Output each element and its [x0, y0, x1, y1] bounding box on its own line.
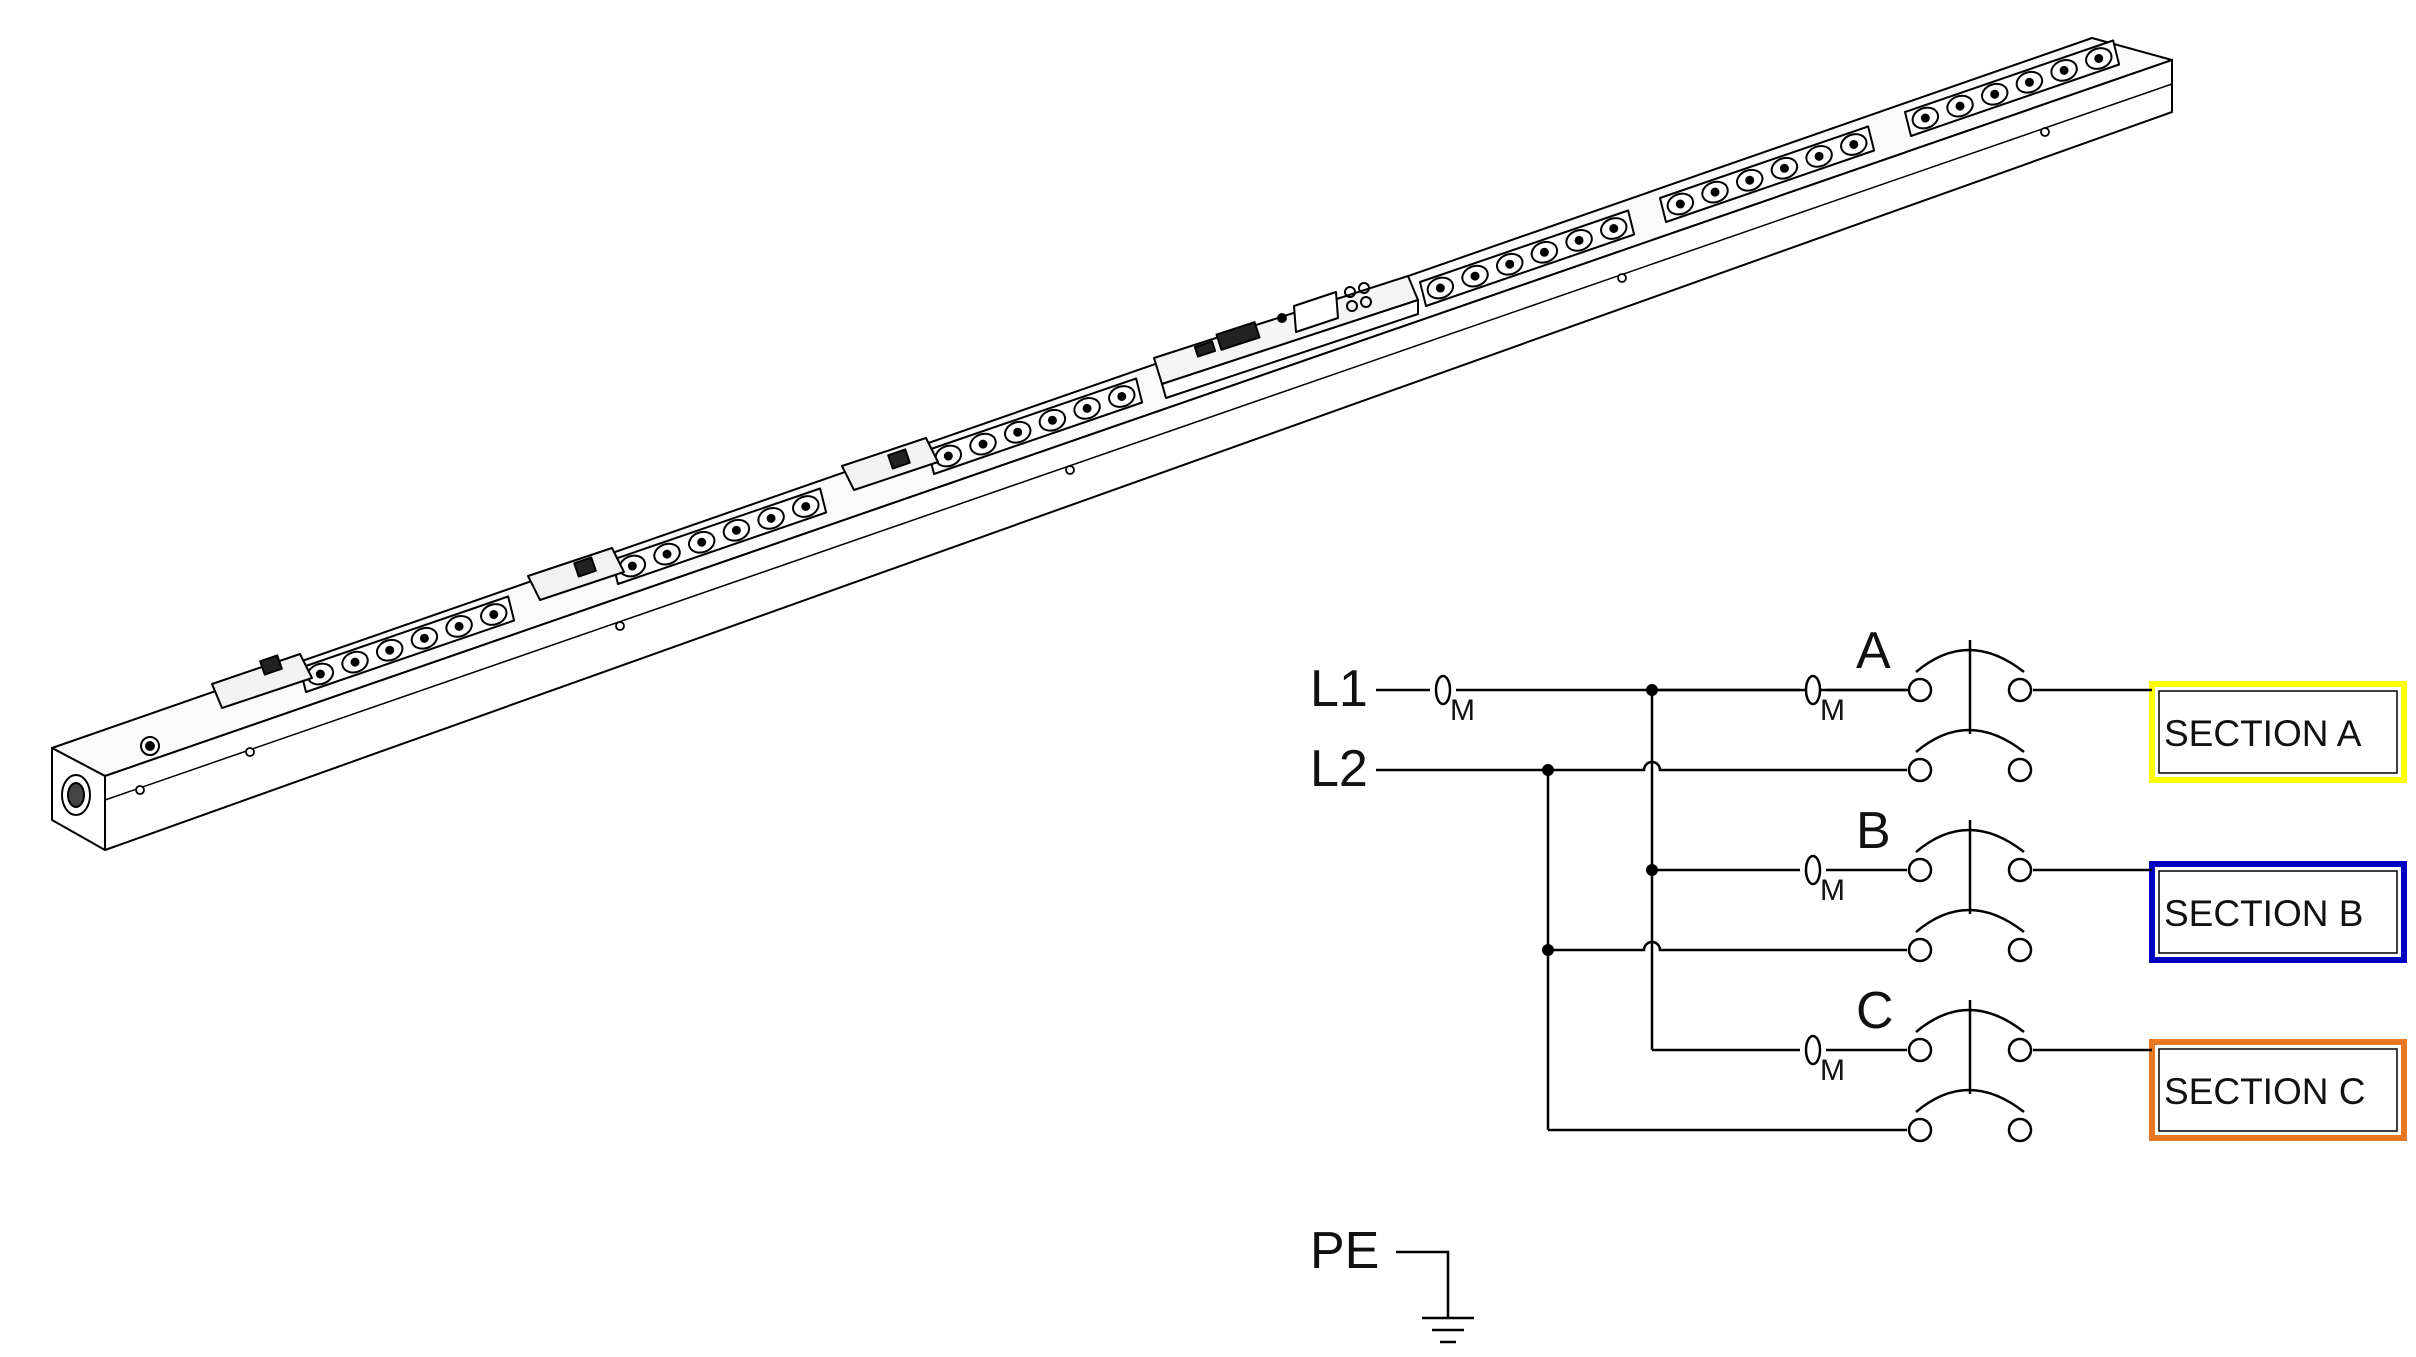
- pe-wire: [1396, 1250, 1450, 1318]
- breaker-module-2: [527, 547, 625, 601]
- section-a-group: A: [1856, 622, 2033, 783]
- screw-icon: [1617, 273, 1627, 283]
- switch-contact-icon: [2007, 1117, 2033, 1143]
- pdu-illustration: [51, 37, 2173, 851]
- section-b-group: B: [1856, 802, 2033, 963]
- lcd-screen: [1293, 291, 1339, 333]
- outlet-group: [1659, 125, 1876, 223]
- screw-icon: [135, 785, 145, 795]
- screw-icon: [245, 747, 255, 757]
- section-c-group: C: [1856, 982, 2033, 1143]
- l2-branch-a: [1548, 760, 1907, 772]
- pdu-front-face: [104, 59, 2173, 851]
- input-label-l2: L2: [1310, 740, 1368, 798]
- switch-contact-icon: [2007, 937, 2033, 963]
- branch-breaker-a: M: [1804, 674, 1845, 727]
- l2-branch-b: [1548, 940, 1907, 952]
- switch-contact-icon: [1907, 1037, 1933, 1063]
- switch-contact-icon: [1907, 857, 1933, 883]
- screw-icon: [1065, 465, 1075, 475]
- switch-contact-icon: [1907, 1117, 1933, 1143]
- main-breaker-l1: M: [1434, 674, 1475, 727]
- section-a-label: SECTION A: [2164, 713, 2362, 754]
- section-a-box: SECTION A: [2149, 681, 2407, 783]
- nav-button-icon: [1344, 286, 1356, 298]
- switch-contact-icon: [1907, 677, 1933, 703]
- input-label-l1: L1: [1310, 660, 1368, 718]
- switch-contact-icon: [2007, 857, 2033, 883]
- display-module: [1153, 275, 1419, 399]
- breaker-subscript: M: [1450, 694, 1475, 727]
- mounting-screws: [135, 127, 2050, 795]
- section-b-label: SECTION B: [2164, 893, 2363, 934]
- nav-button-icon: [1358, 282, 1370, 294]
- input-label-pe: PE: [1310, 1222, 1379, 1280]
- breaker-subscript: M: [1820, 694, 1845, 727]
- outlet-group: [1419, 209, 1636, 307]
- switch-letter-c: C: [1856, 982, 1894, 1040]
- section-c-label: SECTION C: [2164, 1071, 2365, 1112]
- breaker-module-1: [211, 653, 313, 709]
- branch-breaker-c: M: [1804, 1034, 1845, 1087]
- outlet-groups: [299, 39, 2121, 693]
- nav-button-icon: [1360, 296, 1372, 308]
- outlet-group: [927, 377, 1144, 475]
- switch-contact-icon: [2007, 757, 2033, 783]
- breaker-subscript: M: [1820, 1054, 1845, 1087]
- status-led-icon: [1277, 313, 1287, 323]
- outlet-group: [611, 487, 828, 585]
- nav-button-icon: [1346, 300, 1358, 312]
- section-b-box: SECTION B: [2149, 861, 2407, 963]
- breaker-module-3: [841, 437, 939, 491]
- switch-letter-b: B: [1856, 802, 1891, 860]
- wiring-schematic: L1 L2 PE: [1310, 622, 2407, 1344]
- switch-contact-icon: [1907, 757, 1933, 783]
- section-c-box: SECTION C: [2149, 1039, 2407, 1141]
- breaker-subscript: M: [1820, 874, 1845, 907]
- switch-contact-icon: [2007, 1037, 2033, 1063]
- switch-contact-icon: [1907, 937, 1933, 963]
- screw-icon: [2040, 127, 2050, 137]
- outlet-group: [299, 595, 516, 693]
- switch-letter-a: A: [1856, 622, 1891, 680]
- screw-icon: [615, 621, 625, 631]
- branch-breaker-b: M: [1804, 854, 1845, 907]
- junction-dots: [1542, 684, 1658, 956]
- outlet-group: [1904, 39, 2121, 137]
- switch-contact-icon: [2007, 677, 2033, 703]
